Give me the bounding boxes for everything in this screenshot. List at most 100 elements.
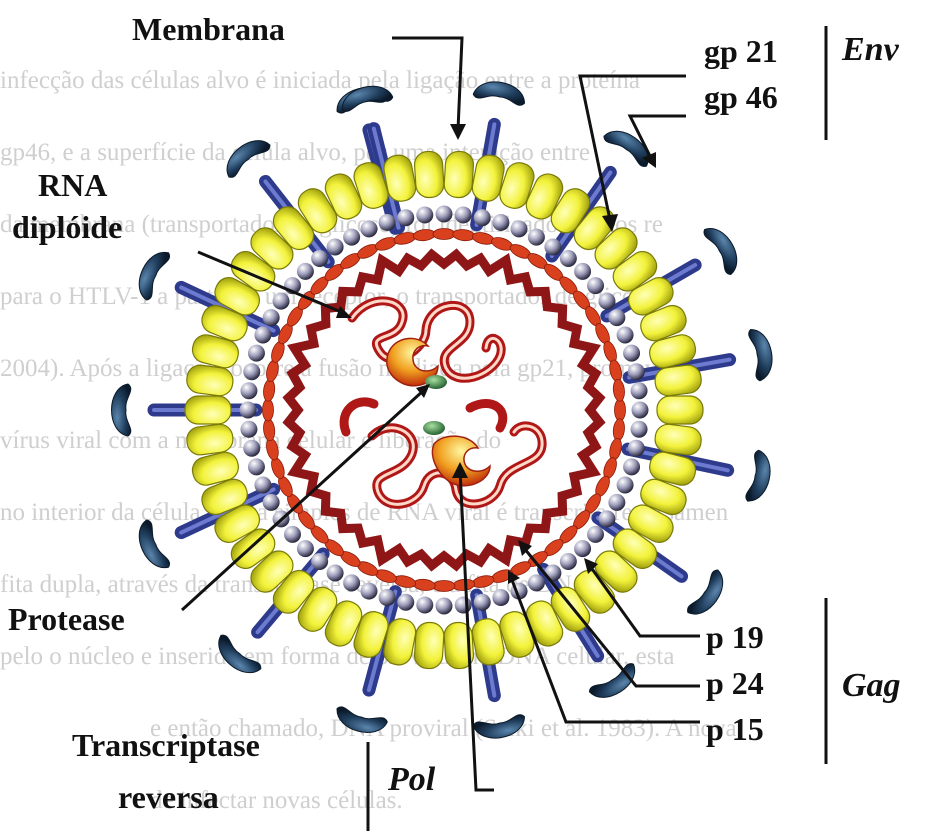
lipid-head <box>436 206 453 223</box>
lipid-head <box>608 494 625 511</box>
lipid-head <box>243 440 260 457</box>
gp46-knob <box>748 327 776 382</box>
lipid-head <box>327 239 344 256</box>
lipid-head <box>273 293 290 310</box>
lipid-head <box>544 239 561 256</box>
gp46-knob-shape <box>702 221 745 276</box>
lipid-head <box>474 594 491 611</box>
lipid-head <box>455 597 472 614</box>
label-p15: p 15 <box>706 711 764 747</box>
lipid-head <box>474 209 491 226</box>
gp46-knob <box>745 450 775 505</box>
lipid-head <box>397 209 414 226</box>
label-p19: p 19 <box>706 619 764 655</box>
matrix-protein <box>433 581 455 592</box>
lipid-head <box>598 293 615 310</box>
lipid-head <box>254 477 271 494</box>
bg-line: infecção das células alvo é iniciada pel… <box>0 67 640 94</box>
yellow-protein <box>443 151 474 199</box>
gp46-knob-shape <box>686 568 732 622</box>
lipid-head <box>379 589 396 606</box>
lipid-head <box>263 494 280 511</box>
bg-line: pelo o núcleo e inserida em forma de pro… <box>0 643 674 670</box>
lipid-head <box>587 277 604 294</box>
lipid-head <box>617 326 634 343</box>
yellow-protein <box>185 396 231 424</box>
label-membrana: Membrana <box>132 11 285 47</box>
lipid-head <box>311 553 328 570</box>
lipid-head <box>492 214 509 231</box>
lipid-head <box>632 402 649 419</box>
lipid-head <box>455 206 472 223</box>
lipid-head <box>254 326 271 343</box>
label-pol: Pol <box>387 761 436 798</box>
lipid-head <box>631 382 648 399</box>
lipid-head <box>587 526 604 543</box>
lipid-head <box>560 250 577 267</box>
label-diploide: diplóide <box>12 209 122 245</box>
lipid-head <box>598 510 615 527</box>
label-gag: Gag <box>842 667 901 704</box>
lipid-head <box>617 477 634 494</box>
yellow-protein <box>414 151 445 199</box>
matrix-protein <box>263 399 274 421</box>
lipid-head <box>528 229 545 246</box>
lipid-head <box>416 597 433 614</box>
lipid-head <box>248 345 265 362</box>
lipid-head <box>243 363 260 380</box>
gp46-knob <box>132 519 171 574</box>
lipid-head <box>240 382 257 399</box>
label-rna: RNA <box>38 167 107 203</box>
lipid-head <box>327 564 344 581</box>
lipid-head <box>379 214 396 231</box>
lipid-head <box>297 540 314 557</box>
lipid-head <box>397 594 414 611</box>
lipid-head <box>416 206 433 223</box>
gp46-knob-shape <box>745 450 775 505</box>
bg-line: 2004). Após a ligação, ocorre a fusão me… <box>0 355 669 382</box>
lipid-head <box>343 574 360 591</box>
lipid-head <box>284 526 301 543</box>
lipid-head <box>240 402 257 419</box>
lipid-head <box>560 553 577 570</box>
gp46-knob-shape <box>132 519 171 574</box>
label-reversa: reversa <box>118 779 219 815</box>
lipid-head <box>311 250 328 267</box>
lipid-head <box>492 589 509 606</box>
lipid-head <box>574 540 591 557</box>
matrix-protein <box>612 379 625 402</box>
lipid-head <box>528 574 545 591</box>
label-protease: Protease <box>8 601 125 637</box>
label-transcriptase: Transcriptase <box>72 727 260 763</box>
lipid-head <box>623 345 640 362</box>
label-gp46: gp 46 <box>704 79 778 115</box>
lipid-head <box>248 458 265 475</box>
label-p24: p 24 <box>706 665 764 701</box>
gp46-knob-shape <box>748 327 776 382</box>
lipid-head <box>623 458 640 475</box>
matrix-protein <box>262 379 275 402</box>
gp46-knob <box>702 221 745 276</box>
matrix-protein <box>615 399 626 421</box>
matrix-protein <box>612 418 625 441</box>
lipid-head <box>436 598 453 615</box>
yellow-protein <box>414 622 445 670</box>
arrowhead <box>450 124 466 140</box>
lipid-head <box>343 229 360 246</box>
lipid-head <box>360 220 377 237</box>
rna-strand <box>470 404 503 428</box>
lipid-head <box>360 583 377 600</box>
lipid-head <box>628 363 645 380</box>
lipid-head <box>240 421 257 438</box>
lipid-head <box>631 421 648 438</box>
lipid-head <box>297 263 314 280</box>
gp46-knob <box>686 568 732 622</box>
lipid-head <box>544 564 561 581</box>
label-gp21: gp 21 <box>704 33 778 69</box>
lipid-head <box>628 440 645 457</box>
lipid-head <box>511 220 528 237</box>
label-env: Env <box>841 31 900 68</box>
matrix-protein <box>608 437 624 461</box>
lipid-head <box>608 309 625 326</box>
